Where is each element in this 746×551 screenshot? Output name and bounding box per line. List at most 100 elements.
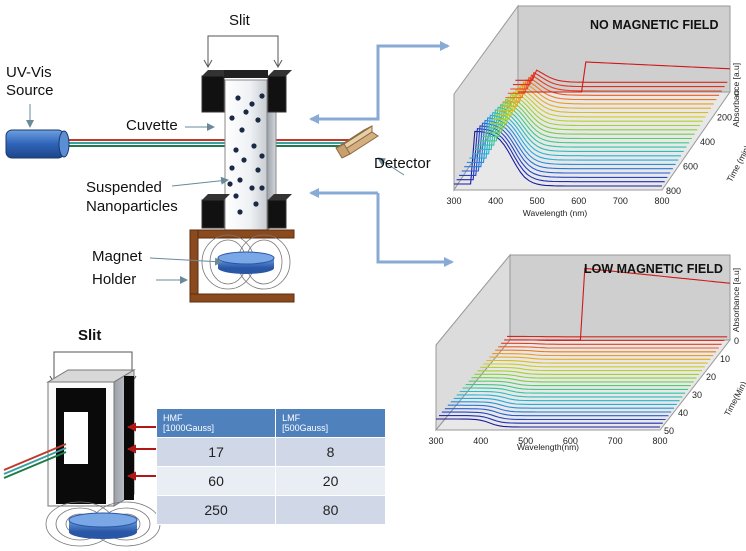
- spectrum-line: [512, 71, 725, 88]
- table-cell: 250: [155, 495, 277, 525]
- particles-pointer: [171, 176, 229, 187]
- inset-slit-label: Slit: [78, 327, 102, 344]
- table-cell: 80: [275, 495, 386, 525]
- table-header-lmf-line2: [500Gauss]: [282, 423, 329, 433]
- chart1-y-axis-label: Absorbance [a.u]: [731, 63, 741, 127]
- source-label-line2: Source: [6, 82, 54, 99]
- table-row: 60 20: [155, 466, 386, 496]
- nanoparticle-dot: [259, 153, 265, 159]
- spectrum-line: [489, 356, 711, 360]
- spectrum-line: [468, 380, 691, 387]
- light-beam: [66, 139, 350, 147]
- spectrum-line: [489, 93, 701, 127]
- z-tick-label: 20: [706, 372, 716, 382]
- slit-block-top: [201, 70, 292, 113]
- x-tick-label: 300: [428, 436, 443, 446]
- x-tick-label: 700: [608, 436, 623, 446]
- spectrum-line: [447, 404, 672, 413]
- nanoparticle-dot: [251, 143, 257, 149]
- magnet-pointer: [149, 257, 223, 266]
- chart1-series-lines: [454, 61, 731, 187]
- chart1-z-axis-label: Time (min): [724, 143, 746, 183]
- nanoparticle-dot: [237, 177, 243, 183]
- uv-vis-lamp-icon: [5, 129, 70, 159]
- spectrum-line: [486, 359, 708, 364]
- nanoparticle-dot: [259, 185, 265, 191]
- spectrum-line: [471, 377, 694, 383]
- slit-bracket: [203, 35, 283, 69]
- spectrum-line: [518, 61, 731, 93]
- spectrum-line: [507, 76, 720, 96]
- x-tick-label: 400: [488, 196, 503, 206]
- magnet-icon: [217, 251, 275, 274]
- spectrum-line: [462, 387, 686, 394]
- spectrum-line: [471, 111, 681, 157]
- spectrum-line: [477, 370, 700, 375]
- spectrum-line: [439, 415, 663, 424]
- nanoparticle-dot: [249, 101, 255, 107]
- nanoparticle-dot: [235, 95, 241, 101]
- z-tick-label: 600: [683, 162, 698, 172]
- spectrum-line: [501, 342, 722, 345]
- chart1-x-axis-label: Wavelength (nm): [523, 208, 588, 218]
- detector-icon: [335, 125, 379, 159]
- nanoparticle-dot: [227, 181, 233, 187]
- z-tick-label: 30: [692, 390, 702, 400]
- z-tick-label: 40: [678, 408, 688, 418]
- inset-light-beam: [3, 443, 67, 479]
- spectrum-line: [510, 267, 731, 341]
- chart2-title: LOW MAGNETIC FIELD: [584, 262, 723, 276]
- nanoparticle-dot: [229, 165, 235, 171]
- spectrum-line: [497, 86, 709, 114]
- spectrum-line: [510, 74, 722, 92]
- x-tick-label: 800: [654, 196, 669, 206]
- z-tick-label: 10: [720, 354, 730, 364]
- nanoparticle-dot: [241, 157, 247, 163]
- source-label-line1: UV-Vis: [6, 64, 52, 81]
- spectrum-line: [498, 346, 719, 349]
- nanoparticle-dot: [253, 201, 259, 207]
- nanoparticle-dot: [259, 93, 265, 99]
- magnet-label: Magnet: [92, 248, 143, 265]
- table-cell: 20: [275, 466, 386, 496]
- magnet-holder: [189, 229, 295, 303]
- chart2-y-axis-label: Absorbance [a.u]: [731, 268, 741, 332]
- spectrum-line: [505, 79, 717, 101]
- x-tick-label: 300: [446, 196, 461, 206]
- cuvette-label: Cuvette: [126, 117, 178, 134]
- spectrum-line: [453, 397, 677, 405]
- detector-pointer: [377, 157, 405, 176]
- spectrum-line: [483, 363, 705, 368]
- holder-label: Holder: [92, 271, 137, 288]
- inset-magnet-icon: [68, 512, 138, 539]
- spectrum-line: [480, 366, 702, 372]
- z-tick-label: 0: [734, 336, 739, 346]
- nanoparticle-dot: [233, 193, 239, 199]
- nanoparticle-dot: [255, 167, 261, 173]
- x-tick-label: 800: [652, 436, 667, 446]
- x-tick-label: 700: [613, 196, 628, 206]
- spectrum-line: [436, 418, 660, 428]
- z-tick-label: 0: [734, 88, 739, 98]
- detector-label: Detector: [374, 155, 431, 172]
- particles-label-line1: Suspended: [86, 179, 162, 196]
- table-header-row: HMF [1000Gauss] LMF [500Gauss]: [155, 408, 386, 438]
- table-header-hmf: HMF [1000Gauss]: [155, 408, 277, 438]
- spectrum-line: [484, 98, 695, 135]
- spectrum-line: [492, 353, 714, 357]
- z-tick-label: 400: [700, 137, 715, 147]
- spectrum-line: [444, 408, 669, 417]
- chart2-series-lines: [436, 267, 731, 428]
- spectrum-line: [459, 390, 683, 398]
- inset-slit-holder: [46, 369, 136, 507]
- spectrum-line: [479, 104, 690, 144]
- spectrum-line: [441, 411, 666, 421]
- spectrum-line: [466, 117, 676, 165]
- spectrum-line: [465, 384, 688, 390]
- table-header-hmf-line1: HMF: [163, 413, 183, 423]
- x-tick-label: 600: [563, 436, 578, 446]
- spectrum-line: [492, 91, 703, 122]
